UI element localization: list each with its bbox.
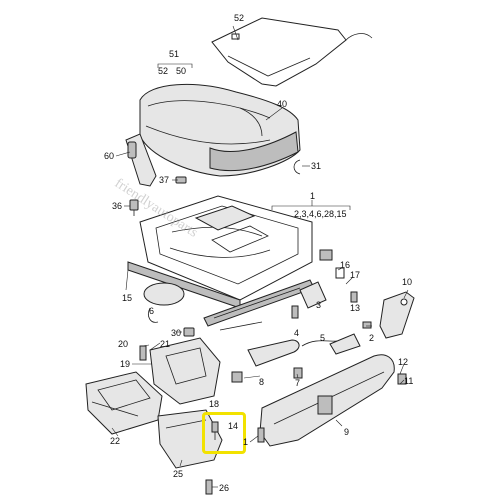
part-20-bolt	[139, 345, 147, 361]
callout-1-group[interactable]: 2,3,4,6,28,15	[294, 209, 347, 219]
callout-6[interactable]: 6	[149, 306, 155, 316]
callout-1b[interactable]: 1	[243, 437, 249, 447]
callout-50[interactable]: 50	[176, 66, 187, 76]
callout-52-top[interactable]: 52	[234, 13, 245, 23]
callout-15[interactable]: 15	[122, 293, 133, 303]
callout-52[interactable]: 52	[158, 66, 169, 76]
part-16-bracket	[319, 249, 345, 279]
callout-21[interactable]: 21	[160, 339, 171, 349]
callout-10[interactable]: 10	[402, 277, 413, 287]
part-52-seat-heater-mat	[211, 17, 373, 87]
callout-4[interactable]: 4	[294, 328, 300, 338]
callout-13[interactable]: 13	[350, 303, 361, 313]
part-8-small-clip	[231, 371, 243, 383]
callout-5[interactable]: 5	[320, 333, 326, 343]
part-26-screw	[205, 479, 213, 495]
callout-19[interactable]: 19	[120, 359, 131, 369]
callout-12[interactable]: 12	[398, 357, 409, 367]
leader-lines	[111, 25, 409, 488]
callout-30[interactable]: 30	[171, 328, 182, 338]
callout-8[interactable]: 8	[259, 377, 265, 387]
callout-17[interactable]: 17	[350, 270, 361, 280]
part-1-screw	[257, 427, 265, 443]
part-4-handle	[247, 339, 300, 367]
callout-14[interactable]: 14	[228, 421, 239, 431]
highlight-box-part-14	[202, 412, 246, 454]
callout-18[interactable]: 18	[209, 399, 220, 409]
callout-1[interactable]: 1	[310, 191, 316, 201]
part-9-side-trim	[259, 354, 395, 447]
callout-11[interactable]: 11	[404, 376, 414, 386]
callout-37[interactable]: 37	[159, 175, 170, 185]
part-7-clip	[293, 367, 303, 379]
callout-3[interactable]: 3	[316, 300, 322, 310]
callout-25[interactable]: 25	[173, 469, 184, 479]
part-5-cable	[301, 333, 361, 355]
callout-36[interactable]: 36	[112, 201, 123, 211]
part-3-cable-module	[291, 281, 327, 319]
callout-22[interactable]: 22	[110, 436, 121, 446]
callout-7[interactable]: 7	[295, 378, 301, 388]
part-12-screw	[397, 373, 407, 385]
part-19-bracket	[149, 337, 221, 405]
part-31-clip	[293, 159, 301, 175]
callout-31[interactable]: 31	[311, 161, 322, 171]
spring-rail	[219, 321, 263, 331]
callout-60[interactable]: 60	[104, 151, 115, 161]
callout-20[interactable]: 20	[118, 339, 129, 349]
part-30-screw	[183, 327, 195, 337]
part-36-bolt	[129, 199, 139, 216]
part-60-belt-buckle	[125, 133, 157, 187]
part-40-seat-cushion	[139, 84, 301, 177]
part-13-screw	[350, 291, 358, 303]
part-6-pad	[143, 282, 185, 323]
part-14-clip	[211, 421, 219, 440]
callout-16[interactable]: 16	[340, 260, 351, 270]
part-22-storage-tray	[85, 371, 163, 435]
callout-40[interactable]: 40	[277, 99, 288, 109]
callout-9[interactable]: 9	[344, 427, 350, 437]
seat-frame	[127, 195, 315, 327]
callout-26[interactable]: 26	[219, 483, 230, 493]
callout-51[interactable]: 51	[169, 49, 180, 59]
part-10-trim-panel	[362, 291, 415, 339]
callout-2[interactable]: 2	[369, 333, 375, 343]
